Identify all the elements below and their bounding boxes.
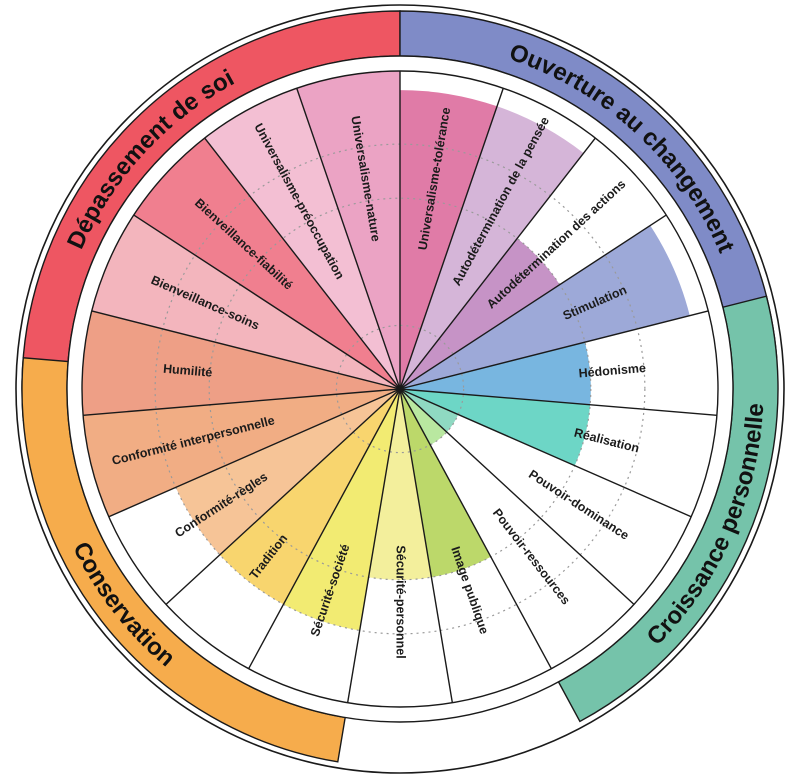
slice-divider-8 bbox=[399, 388, 552, 670]
slice-label-14: Humilité bbox=[163, 362, 213, 380]
slice-divider-7 bbox=[399, 388, 635, 605]
slice-fill-5 bbox=[400, 389, 591, 466]
slice-divider-12 bbox=[165, 388, 401, 605]
slice-label-9: Sécurité-personnel bbox=[394, 545, 408, 658]
slice-divider-16 bbox=[133, 214, 401, 390]
slice-divider-2 bbox=[399, 137, 596, 390]
slice-fill-17 bbox=[204, 88, 400, 390]
guide-circle-1 bbox=[208, 197, 592, 581]
slice-divider-11 bbox=[248, 388, 401, 670]
slice-divider-6 bbox=[399, 388, 692, 518]
slice-fill-13 bbox=[83, 389, 401, 517]
slice-divider-13 bbox=[108, 388, 401, 518]
slice-fill-8 bbox=[400, 389, 491, 578]
slice-fill-6 bbox=[400, 389, 459, 433]
slice-fill-0 bbox=[400, 90, 498, 389]
slice-divider-5 bbox=[399, 388, 717, 416]
slice-divider-14 bbox=[83, 388, 401, 416]
slice-fill-9 bbox=[368, 389, 432, 580]
slice-fill-16 bbox=[133, 138, 400, 389]
slice-fill-14 bbox=[81, 310, 400, 416]
slice-fill-7 bbox=[400, 389, 447, 445]
slice-divider-15 bbox=[91, 310, 401, 390]
slice-divider-18 bbox=[296, 88, 401, 390]
slice-fill-12 bbox=[175, 389, 400, 555]
slice-divider-1 bbox=[399, 88, 504, 390]
slice-fill-1 bbox=[400, 106, 584, 390]
slice-divider-3 bbox=[399, 214, 667, 390]
slice-divider-10 bbox=[346, 388, 401, 703]
slice-border-circle bbox=[81, 70, 719, 708]
slice-fill-15 bbox=[91, 215, 400, 389]
slice-divider-17 bbox=[204, 137, 401, 390]
slice-divider-9 bbox=[399, 388, 454, 703]
slice-fill-10 bbox=[283, 389, 400, 631]
slice-fill-11 bbox=[219, 389, 400, 605]
values-slices bbox=[81, 70, 719, 708]
slice-label-4: Hédonisme bbox=[578, 361, 646, 381]
slice-fill-2 bbox=[400, 238, 560, 389]
guide-circle-0 bbox=[335, 324, 465, 454]
slice-divider-4 bbox=[399, 310, 709, 390]
slice-fill-18 bbox=[296, 71, 400, 389]
slice-fill-3 bbox=[400, 225, 690, 389]
slice-fill-4 bbox=[400, 342, 591, 405]
